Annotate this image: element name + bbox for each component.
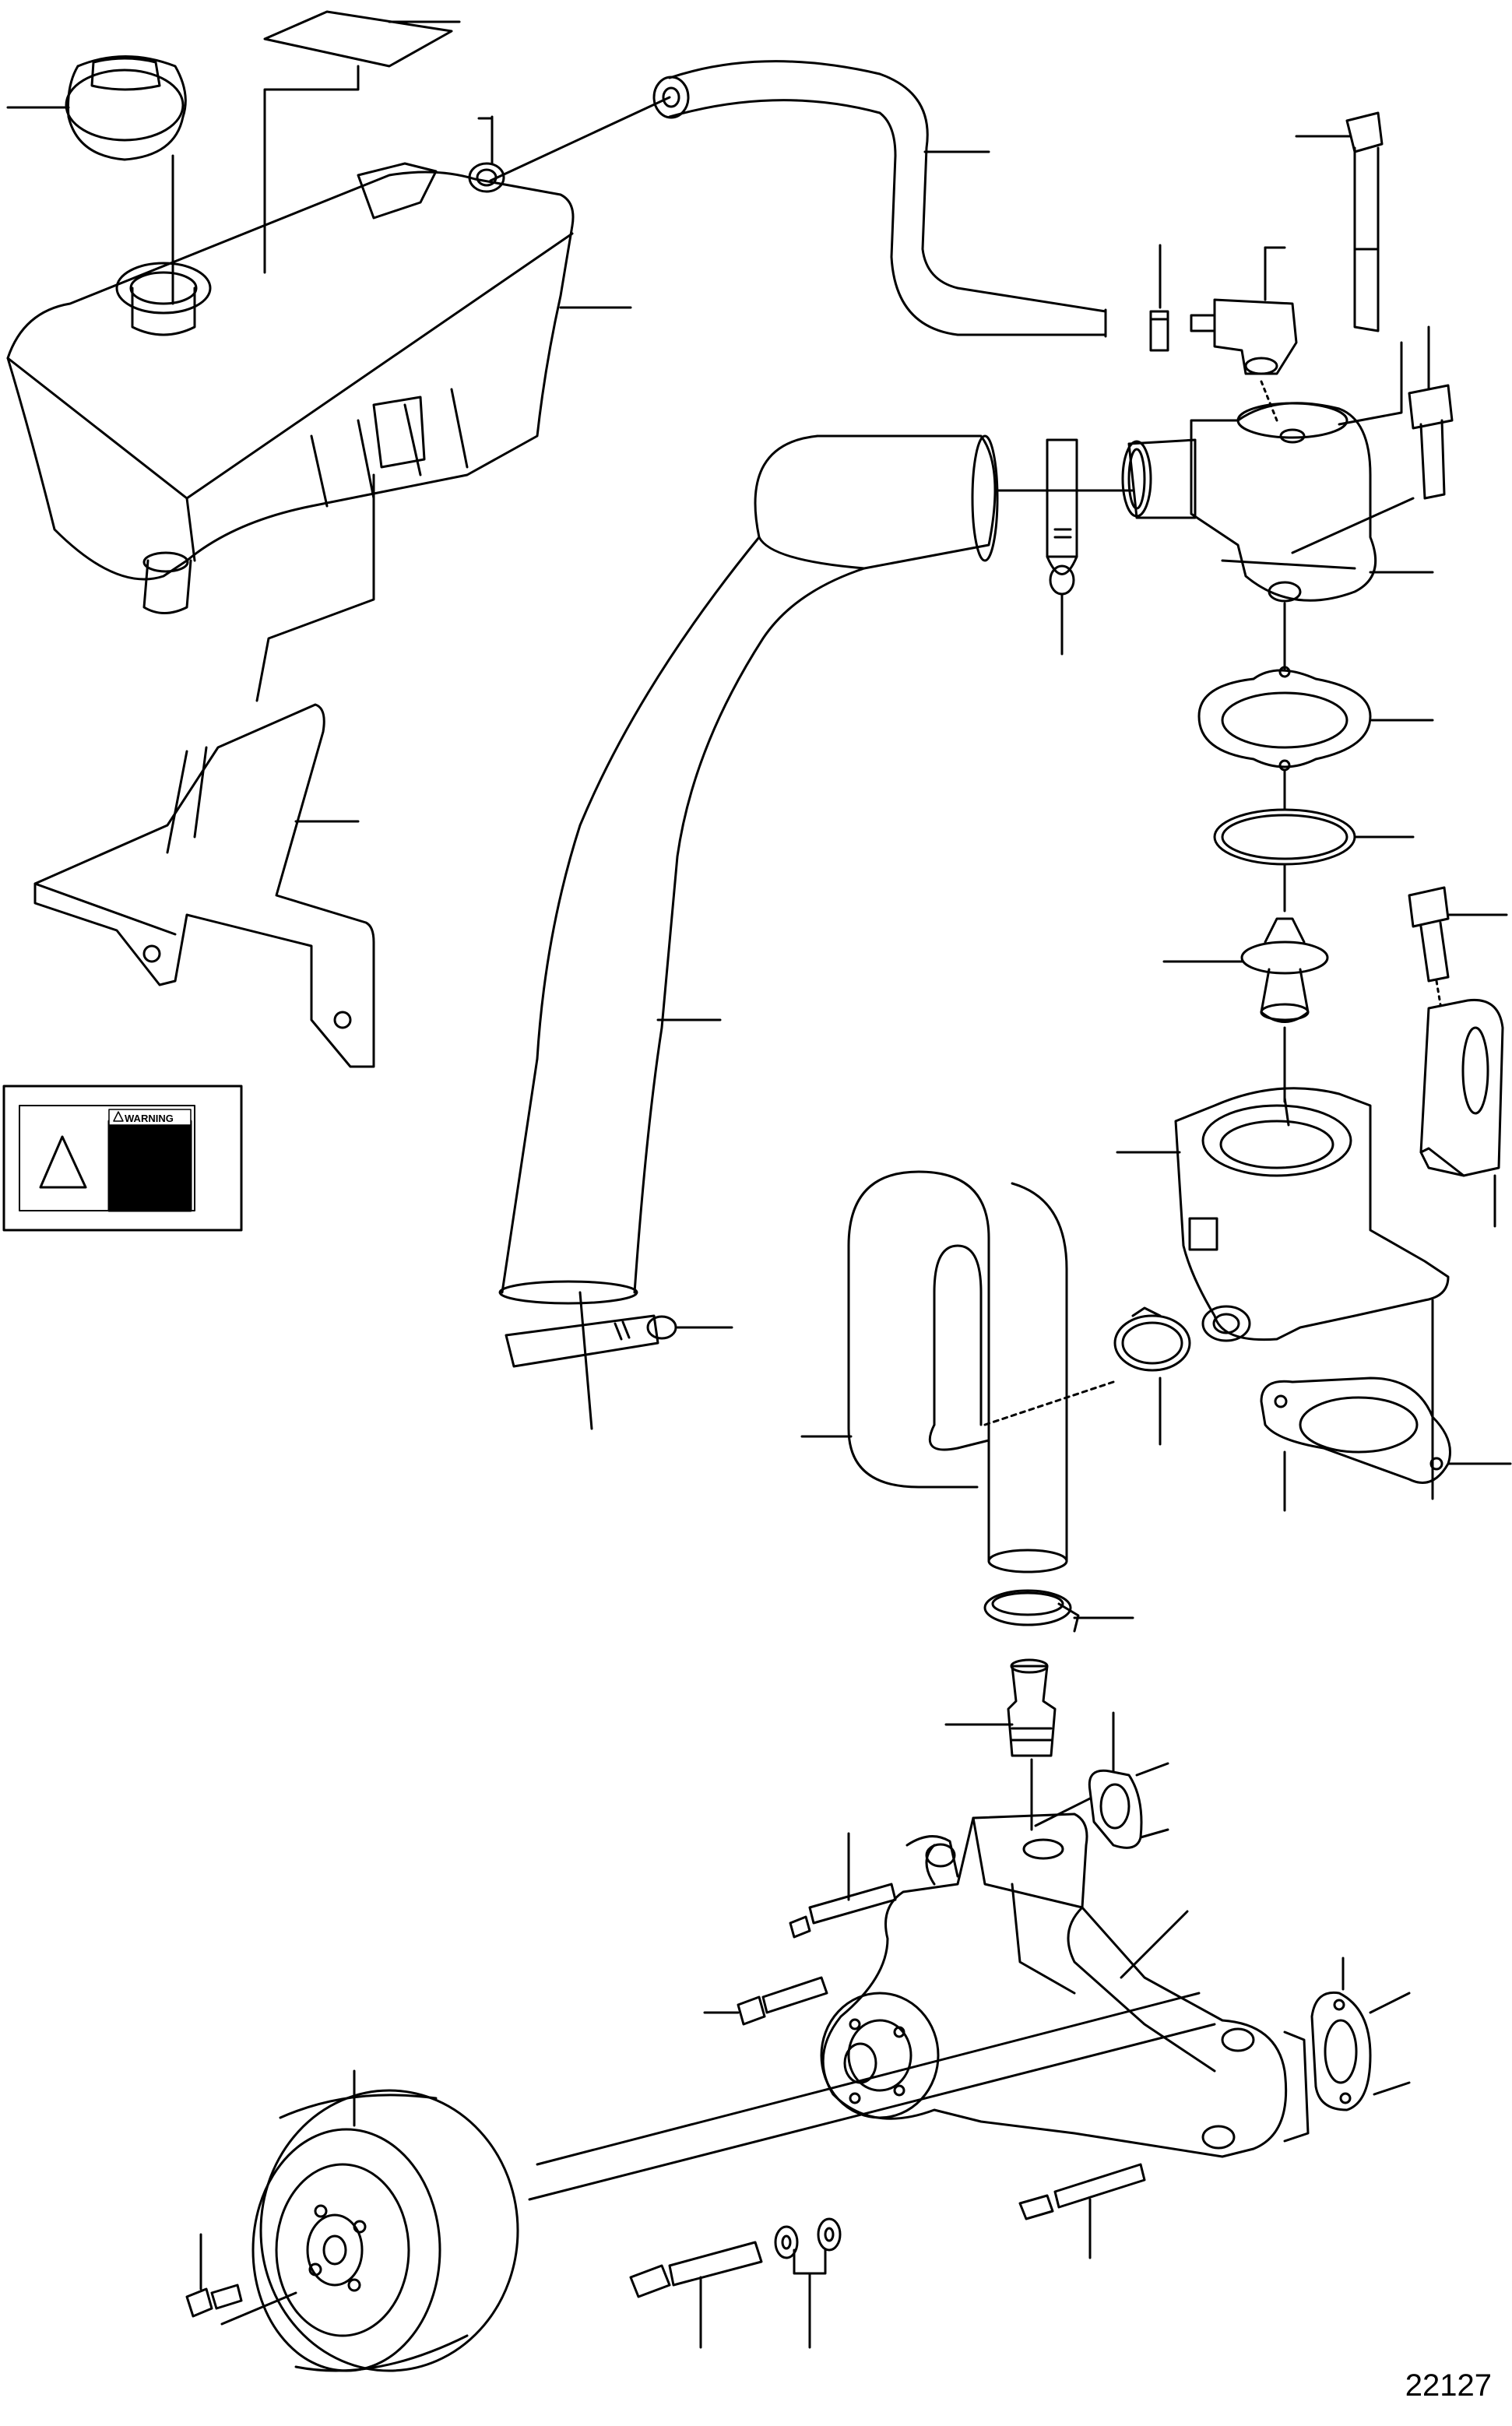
leader-long-bolt-down	[1338, 341, 1403, 426]
filler-cap	[65, 55, 187, 161]
pulley-axis-line-2	[536, 1992, 1201, 2166]
hose-connector	[1149, 310, 1169, 352]
bypass-clamp-lower	[983, 1589, 1080, 1633]
pump-side-gasket	[1310, 1991, 1372, 2111]
lifting-eye	[1419, 998, 1504, 1177]
leader-outlet-gasket-b	[1139, 1828, 1169, 1839]
long-bolt-top	[1345, 111, 1384, 332]
pulley-axis-line	[528, 2023, 1216, 2201]
worm-clamp-upper	[1046, 438, 1078, 596]
pump-stud-top	[789, 1883, 897, 1939]
leader-short-bolt-down	[1291, 497, 1415, 554]
link-gasket-pump	[1034, 1797, 1092, 1827]
elbow-fitting	[1190, 298, 1298, 375]
thermostat-housing	[1174, 1087, 1450, 1342]
pump-bolt-mid	[737, 1976, 828, 2026]
thermostat-seal-ring	[1213, 808, 1356, 866]
leader-worm-clamp-lower-down	[578, 1291, 593, 1430]
pump-pulley	[251, 2089, 519, 2372]
tank-bracket	[33, 703, 375, 1068]
housing-gasket	[1260, 1376, 1451, 1484]
link-elbow-housing	[1260, 380, 1278, 422]
leader-side-gasket-a	[1369, 1992, 1411, 2014]
warning-decal	[2, 1085, 243, 1232]
pump-washers	[774, 2217, 842, 2259]
link-bolt-eye	[1435, 979, 1442, 1006]
thermostat-cover	[1121, 402, 1377, 603]
link-pulley-bolt	[220, 2291, 297, 2326]
bypass-hose	[847, 1170, 1115, 1573]
leader-washers	[793, 2248, 827, 2349]
pump-stud-lower-right	[1018, 2163, 1146, 2220]
worm-clamp-lower	[505, 1314, 677, 1368]
leader-side-gasket-b	[1373, 2081, 1411, 2096]
short-bolt-right	[1408, 384, 1454, 500]
nipple-fitting	[1007, 1658, 1057, 1757]
pump-outlet-gasket	[1088, 1769, 1143, 1849]
leader-vent-hose-to-clamp	[489, 96, 671, 182]
bypass-clamp-upper	[1113, 1306, 1191, 1372]
leader-outlet-gasket-a	[1135, 1762, 1169, 1777]
leader-tank-to-bracket	[255, 473, 375, 702]
leader-decal-drop	[263, 65, 360, 274]
pulley-bolt	[185, 2284, 243, 2318]
bolt-housing	[1408, 886, 1450, 983]
upper-coolant-hose	[498, 434, 999, 1305]
warning-decal-text: WARNING	[125, 1113, 174, 1124]
pump-stud-lower-left	[629, 2241, 763, 2298]
vent-hose	[652, 60, 1107, 338]
decal-label	[263, 10, 453, 68]
thermostat	[1240, 917, 1329, 1023]
water-pump	[820, 1812, 1310, 2158]
leader-pump	[1120, 1910, 1189, 1979]
figure-number: 22127	[1405, 2368, 1492, 2403]
thermostat-gasket-upper	[1197, 666, 1372, 772]
expansion-tank	[6, 162, 575, 614]
